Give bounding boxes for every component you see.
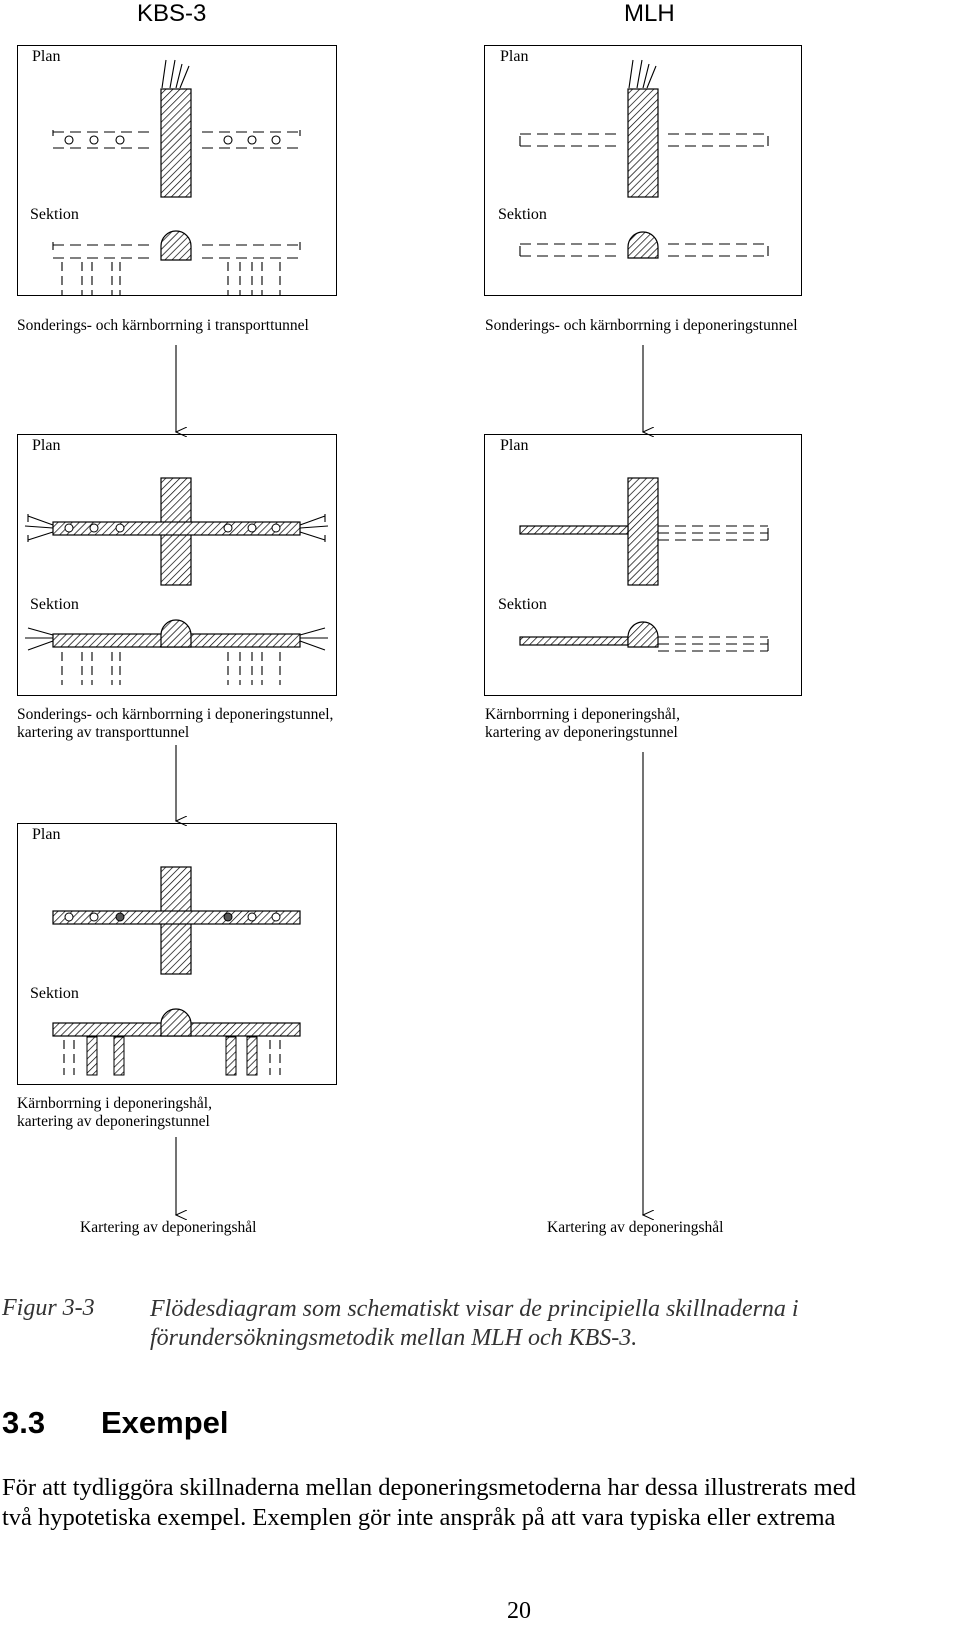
caption-mlh-step2-line1: Kärnborrning i deponeringshål, <box>485 706 680 723</box>
figure-label: Figur 3-3 <box>2 1295 95 1321</box>
sektion-label: Sektion <box>498 206 547 223</box>
caption-kbs3-step3-line1: Kärnborrning i deponeringshål, <box>17 1095 212 1112</box>
body-text-line1: För att tydliggöra skillnaderna mellan d… <box>2 1474 856 1501</box>
page-number: 20 <box>507 1598 531 1624</box>
plan-label: Plan <box>32 826 61 843</box>
final-step-mlh: Kartering av deponeringshål <box>547 1219 724 1236</box>
caption-kbs3-step3-line2: kartering av deponeringstunnel <box>17 1113 210 1130</box>
plan-label: Plan <box>500 48 529 65</box>
caption-mlh-step1: Sonderings- och kärnborrning i deponerin… <box>485 317 798 334</box>
figure-caption-line2: förundersökningsmetodik mellan MLH och K… <box>150 1325 638 1351</box>
figure-caption-line1: Flödesdiagram som schematiskt visar de p… <box>150 1296 799 1322</box>
section-title: Exempel <box>101 1405 229 1440</box>
caption-kbs3-step2-line1: Sonderings- och kärnborrning i deponerin… <box>17 706 334 723</box>
caption-kbs3-step2-line2: kartering av transporttunnel <box>17 724 190 741</box>
diagram-kbs3-step3 <box>52 866 301 1076</box>
body-text-line2: två hypotetiska exempel. Exemplen gör in… <box>2 1504 836 1531</box>
column-header-mlh: MLH <box>624 0 675 27</box>
plan-label: Plan <box>32 437 61 454</box>
sektion-label: Sektion <box>30 206 79 223</box>
diagram-kbs3-step1 <box>52 59 301 295</box>
sektion-label: Sektion <box>498 596 547 613</box>
sektion-label: Sektion <box>30 985 79 1002</box>
plan-label: Plan <box>500 437 529 454</box>
final-step-kbs3: Kartering av deponeringshål <box>80 1219 257 1236</box>
diagram-mlh-step1 <box>519 59 769 259</box>
diagram-mlh-step2 <box>519 477 769 652</box>
column-header-kbs3: KBS-3 <box>137 0 207 27</box>
diagram-kbs3-step2 <box>24 477 329 685</box>
caption-mlh-step2-line2: kartering av deponeringstunnel <box>485 724 678 741</box>
plan-label: Plan <box>32 48 61 65</box>
caption-kbs3-step1: Sonderings- och kärnborrning i transport… <box>17 317 309 334</box>
sektion-label: Sektion <box>30 596 79 613</box>
section-number: 3.3 <box>2 1405 46 1440</box>
